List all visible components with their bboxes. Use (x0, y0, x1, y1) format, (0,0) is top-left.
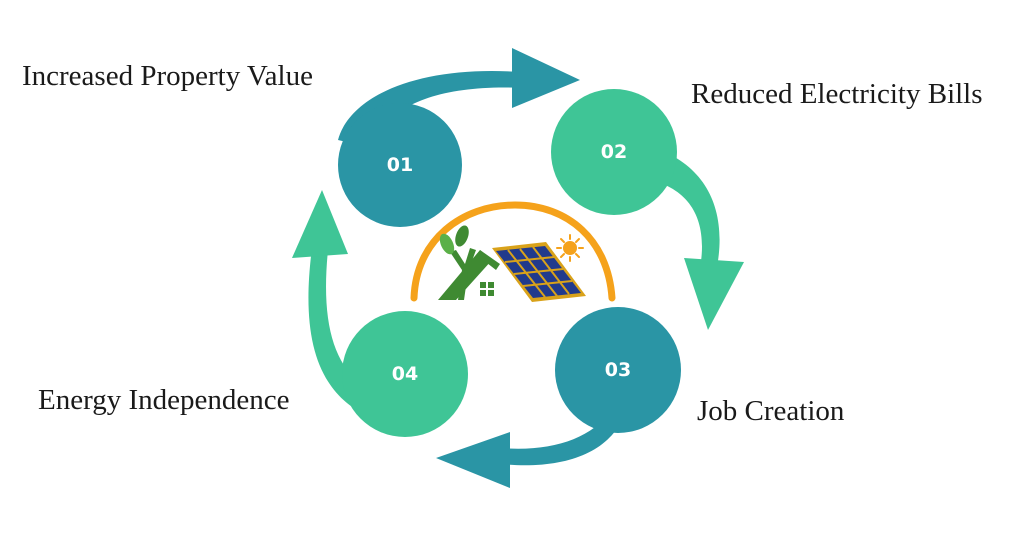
window-icon (480, 282, 494, 296)
solar-house-logo (410, 201, 616, 302)
step-label-03: Job Creation (697, 395, 845, 427)
cycle-arrow-04-to-01 (292, 190, 382, 418)
step-label-04: Energy Independence (38, 384, 290, 416)
step-number-04: 04 (392, 363, 418, 385)
step-label-02: Reduced Electricity Bills (691, 78, 983, 110)
step-circle-02: 02 (551, 89, 677, 215)
step-number-02: 02 (601, 141, 627, 163)
step-label-01: Increased Property Value (22, 60, 313, 92)
sun-arc-icon (410, 201, 616, 302)
sun-icon (556, 234, 584, 262)
step-number-01: 01 (387, 154, 413, 176)
leaf-icon (439, 225, 476, 300)
step-number-03: 03 (605, 359, 631, 381)
step-circle-01: 01 (338, 103, 462, 227)
cycle-arrow-03-to-04 (436, 410, 622, 488)
step-circle-03: 03 (555, 307, 681, 433)
step-circle-04: 04 (342, 311, 468, 437)
solar-panel-icon (492, 242, 586, 302)
